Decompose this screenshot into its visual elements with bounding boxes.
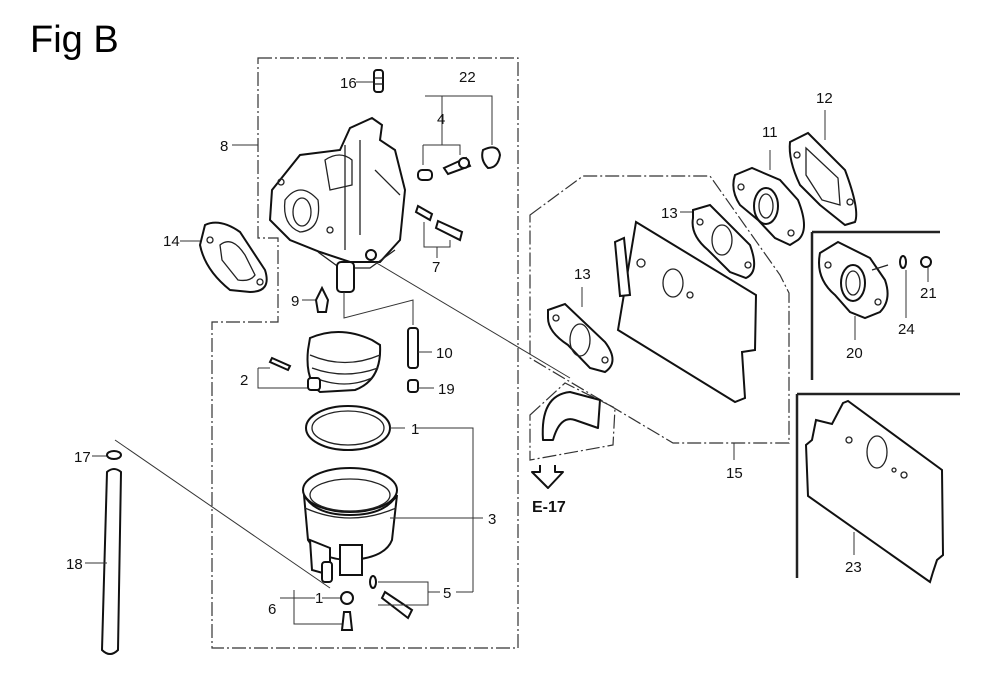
part-12-gasket[interactable] [788,110,858,227]
callout-1[interactable]: 1 [315,590,323,607]
callout-24[interactable]: 24 [898,321,915,338]
part-16-screw[interactable] [356,69,384,93]
carburetor-group-frame [211,57,519,649]
part-19-needle-jet-holder[interactable] [407,379,434,393]
callouts: 1 1 2 3 4 5 6 7 8 9 10 11 12 13 13 14 15… [66,69,937,618]
callout-9[interactable]: 9 [291,293,299,310]
part-24-o-ring[interactable] [899,255,907,318]
callout-8[interactable]: 8 [220,138,228,155]
part-15-plate[interactable] [613,220,758,404]
callout-22[interactable]: 22 [459,69,476,86]
callout-13[interactable]: 13 [661,205,678,222]
callout-11[interactable]: 11 [762,124,778,141]
part-3-float-chamber[interactable] [302,467,483,583]
callout-21[interactable]: 21 [920,285,937,302]
part-21-cap[interactable] [920,256,932,282]
plate-group-frame [529,175,790,460]
callout-23[interactable]: 23 [845,559,862,576]
callout-12[interactable]: 12 [816,90,833,107]
callout-10[interactable]: 10 [436,345,453,362]
plate-23-frame [795,392,960,578]
callout-14[interactable]: 14 [163,233,180,250]
insulator-group-frame [810,230,940,380]
callout-3[interactable]: 3 [488,511,496,528]
callout-17[interactable]: 17 [74,449,91,466]
callout-13[interactable]: 13 [574,266,591,283]
callout-16[interactable]: 16 [340,75,357,92]
callout-7[interactable]: 7 [432,259,440,276]
callout-4[interactable]: 4 [437,111,445,128]
callout-5[interactable]: 5 [443,585,451,602]
part-1-o-ring[interactable] [305,405,474,592]
part-20-insulator[interactable] [818,240,889,340]
part-9-main-jet[interactable] [302,285,330,313]
callout-6[interactable]: 6 [268,601,276,618]
part-13-gasket-left[interactable] [547,287,614,374]
part-14-gasket[interactable] [180,221,268,294]
callout-2[interactable]: 2 [240,372,248,389]
part-11-insulator[interactable] [732,150,805,247]
callout-19[interactable]: 19 [438,381,455,398]
callout-1[interactable]: 1 [411,421,419,438]
figure-title: Fig B [30,19,119,61]
part-22-screw-set[interactable] [417,95,502,181]
e17-reference-label[interactable]: E-17 [532,499,566,516]
part-23-plate[interactable] [804,399,945,584]
part-13-gasket-right[interactable] [680,203,756,280]
callout-15[interactable]: 15 [726,465,743,482]
part-7-pilot-screw[interactable] [414,204,464,258]
callout-20[interactable]: 20 [846,345,863,362]
callout-18[interactable]: 18 [66,556,83,573]
part-5-drain-screw-set[interactable] [369,575,473,620]
e17-reference [529,382,616,489]
part-17-clip[interactable] [92,439,331,589]
part-6-bolt-set[interactable] [280,590,354,631]
part-10-main-nozzle[interactable] [343,292,432,369]
part-8-carburetor[interactable] [268,116,407,293]
part-18-drain-tube[interactable] [85,468,123,655]
part-2-float[interactable] [257,330,382,394]
